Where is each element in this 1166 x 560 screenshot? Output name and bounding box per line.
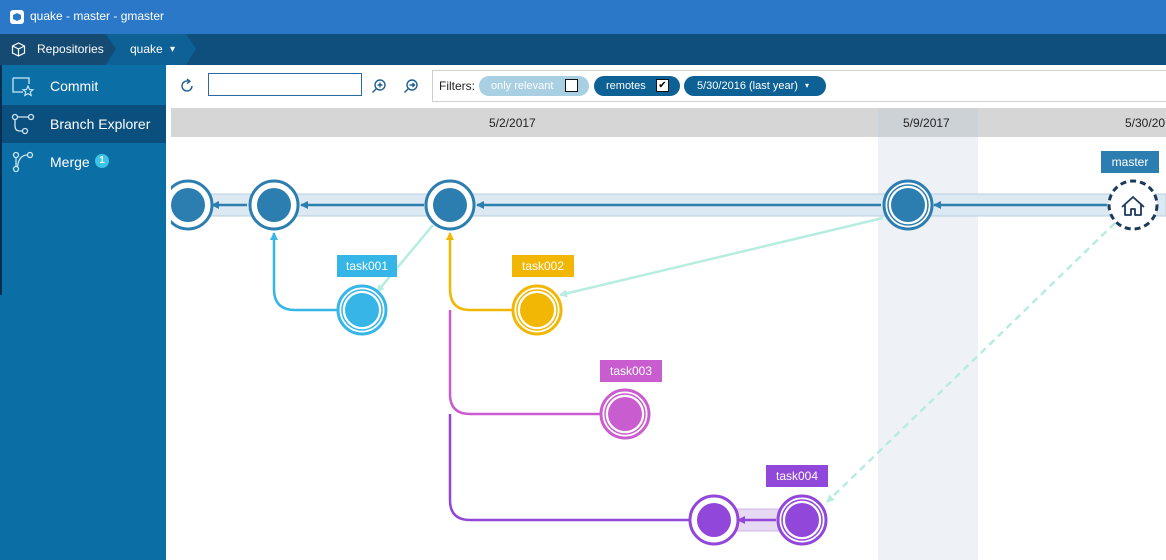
timeline-date: 5/30/20 xyxy=(1125,116,1166,130)
changeset-node[interactable] xyxy=(688,494,740,546)
branch-label-master[interactable]: master xyxy=(1101,151,1159,173)
breadcrumb-repo-dropdown[interactable]: quake ▾ xyxy=(106,34,196,65)
chevron-down-icon: ▾ xyxy=(170,44,176,55)
filter-remotes[interactable]: remotes ✔ xyxy=(594,76,680,96)
changeset-node[interactable] xyxy=(776,494,828,546)
merge-icon xyxy=(12,151,34,173)
task004-branch-line xyxy=(448,414,690,522)
branch-label-task004[interactable]: task004 xyxy=(766,465,828,487)
filter-label: only relevant xyxy=(491,80,554,92)
sidebar-item-merge[interactable]: Merge 1 xyxy=(0,143,166,181)
refresh-icon[interactable] xyxy=(179,78,195,94)
branch-label-task001[interactable]: task001 xyxy=(337,255,397,277)
task001-branch-line xyxy=(270,232,338,312)
sidebar-item-label: Commit xyxy=(50,78,99,94)
changeset-node[interactable] xyxy=(248,179,300,231)
filter-only-relevant[interactable]: only relevant xyxy=(479,76,589,96)
gmaster-logo-icon xyxy=(10,10,24,24)
changeset-node[interactable] xyxy=(171,179,214,231)
timeline-date: 5/9/2017 xyxy=(903,116,950,130)
commit-star-icon xyxy=(12,77,35,97)
relation-link xyxy=(559,216,884,298)
filters-label: Filters: xyxy=(439,79,475,93)
head-relation-link xyxy=(826,222,1116,503)
sidebar-item-commit[interactable]: Commit xyxy=(0,67,166,105)
branch-graph-canvas xyxy=(171,179,1166,546)
window-edge xyxy=(0,65,2,295)
title-bar: quake - master - gmaster xyxy=(0,0,1166,34)
head-changeset-node[interactable] xyxy=(1107,179,1159,231)
changeset-node[interactable] xyxy=(424,179,476,231)
task003-branch-line xyxy=(448,310,601,416)
branch-explorer-icon xyxy=(11,113,35,135)
branch-explorer-graph: master task001 task002 task003 task004 xyxy=(171,137,1166,560)
branch-label-task002[interactable]: task002 xyxy=(512,255,574,277)
task002-branch-line xyxy=(446,232,512,312)
sidebar-item-label: Branch Explorer xyxy=(50,116,151,132)
cube-icon xyxy=(11,42,26,57)
branch-label-task003[interactable]: task003 xyxy=(600,360,662,382)
window-title: quake - master - gmaster xyxy=(30,9,165,23)
changeset-node[interactable] xyxy=(882,179,934,231)
remotes-checkbox[interactable]: ✔ xyxy=(656,79,669,92)
week-band xyxy=(878,108,978,137)
sidebar-item-branch-explorer[interactable]: Branch Explorer xyxy=(0,105,166,143)
changeset-node[interactable] xyxy=(511,284,563,336)
breadcrumb-repo-label: quake xyxy=(130,42,163,56)
filter-label: remotes xyxy=(606,80,646,92)
breadcrumb-repositories-label: Repositories xyxy=(37,42,104,56)
changeset-node[interactable] xyxy=(599,388,651,440)
breadcrumb-repositories[interactable]: Repositories xyxy=(0,34,114,65)
search-input[interactable] xyxy=(208,73,362,96)
sidebar: Commit Branch Explorer Merge 1 xyxy=(0,65,166,560)
changeset-node[interactable] xyxy=(336,284,388,336)
timeline-date: 5/2/2017 xyxy=(489,116,536,130)
zoom-in-icon[interactable] xyxy=(371,78,387,94)
home-icon xyxy=(1121,196,1145,216)
relation-link xyxy=(376,224,434,293)
merge-count-badge: 1 xyxy=(95,154,109,168)
breadcrumb: Repositories quake ▾ xyxy=(0,34,1166,65)
sidebar-item-label: Merge xyxy=(50,154,90,170)
zoom-out-icon[interactable] xyxy=(403,78,419,94)
filter-label: 5/30/2016 (last year) xyxy=(697,80,798,92)
only-relevant-checkbox[interactable] xyxy=(565,79,578,92)
filters-bar: Filters: only relevant remotes ✔ 5/30/20… xyxy=(432,70,1166,102)
chevron-down-icon: ▾ xyxy=(805,81,810,90)
timeline-header: 5/2/2017 5/9/2017 5/30/20 xyxy=(171,108,1166,137)
filter-date-dropdown[interactable]: 5/30/2016 (last year) ▾ xyxy=(684,76,826,96)
toolbar: Filters: only relevant remotes ✔ 5/30/20… xyxy=(166,65,1166,107)
